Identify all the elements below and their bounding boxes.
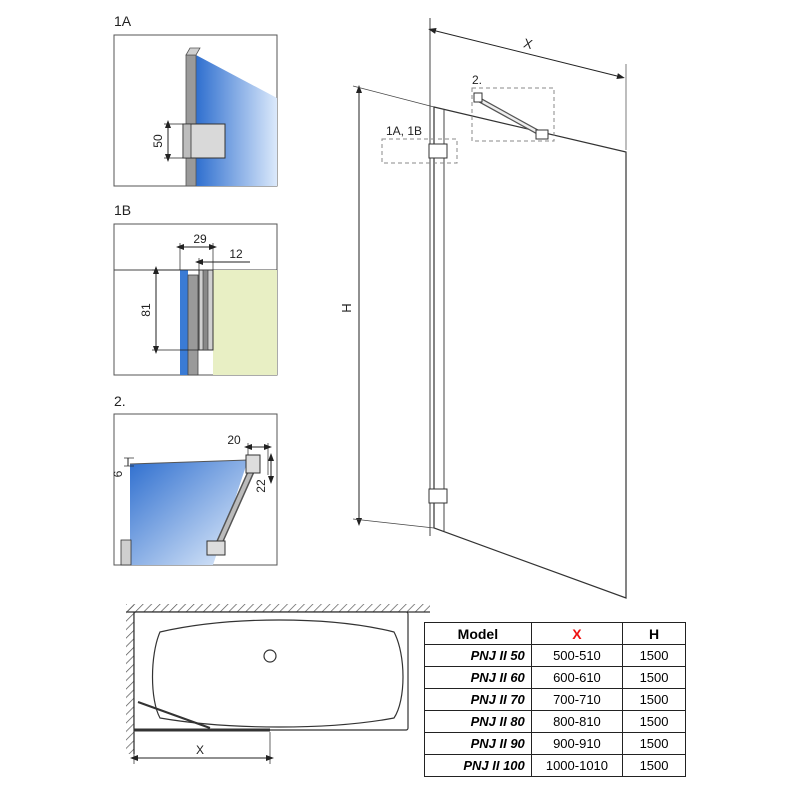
- cell-h: 1500: [622, 688, 686, 711]
- main-elevation: [352, 18, 627, 599]
- cell-x: 1000-1010: [530, 754, 624, 777]
- cell-x: 600-610: [530, 666, 624, 689]
- detail-2-width-dim: 20: [227, 433, 241, 447]
- cell-x: 800-810: [530, 710, 624, 733]
- plan-x-dim: X: [196, 743, 204, 757]
- cell-x: 500-510: [530, 644, 624, 667]
- cell-model: PNJ II 70: [424, 688, 532, 711]
- detail-1a-height-dim: 50: [151, 134, 165, 148]
- cell-h: 1500: [622, 644, 686, 667]
- cell-h: 1500: [622, 666, 686, 689]
- detail-2-label: 2.: [114, 393, 126, 409]
- table-row: PNJ II 80 800-810 1500: [424, 710, 686, 733]
- detail-1b-inner-width-dim: 12: [229, 247, 243, 261]
- cell-model: PNJ II 80: [424, 710, 532, 733]
- cell-x: 900-910: [530, 732, 624, 755]
- table-row: PNJ II 100 1000-1010 1500: [424, 754, 686, 777]
- detail-1a-label: 1A: [114, 13, 132, 29]
- callout-hinge-label: 1A, 1B: [386, 124, 422, 138]
- cell-h: 1500: [622, 754, 686, 777]
- plan-view: [126, 604, 430, 764]
- table-row: PNJ II 70 700-710 1500: [424, 688, 686, 711]
- table-row: PNJ II 60 600-610 1500: [424, 666, 686, 689]
- cell-h: 1500: [622, 732, 686, 755]
- detail-1b-label: 1B: [114, 202, 131, 218]
- cell-h: 1500: [622, 710, 686, 733]
- detail-1b: [113, 223, 278, 376]
- header-h: H: [622, 622, 686, 645]
- callout-bracket-label: 2.: [472, 73, 482, 87]
- cell-x: 700-710: [530, 688, 624, 711]
- header-x: X: [530, 622, 624, 645]
- main-h-dim: H: [339, 303, 354, 312]
- header-model: Model: [424, 622, 532, 645]
- main-x-dim: X: [522, 35, 534, 52]
- table-row: PNJ II 90 900-910 1500: [424, 732, 686, 755]
- table-header-row: Model X H: [424, 622, 686, 645]
- detail-2: [113, 413, 278, 566]
- cell-model: PNJ II 60: [424, 666, 532, 689]
- detail-1a: [113, 34, 278, 187]
- table-row: PNJ II 50 500-510 1500: [424, 644, 686, 667]
- model-spec-table: Model X H PNJ II 50 500-510 1500 PNJ II …: [424, 622, 686, 777]
- detail-1b-outer-width-dim: 29: [193, 232, 207, 246]
- detail-2-height-dim: 22: [254, 479, 268, 493]
- cell-model: PNJ II 50: [424, 644, 532, 667]
- detail-2-offset-dim: 6: [111, 470, 125, 477]
- cell-model: PNJ II 90: [424, 732, 532, 755]
- cell-model: PNJ II 100: [424, 754, 532, 777]
- detail-1b-height-dim: 81: [139, 303, 153, 317]
